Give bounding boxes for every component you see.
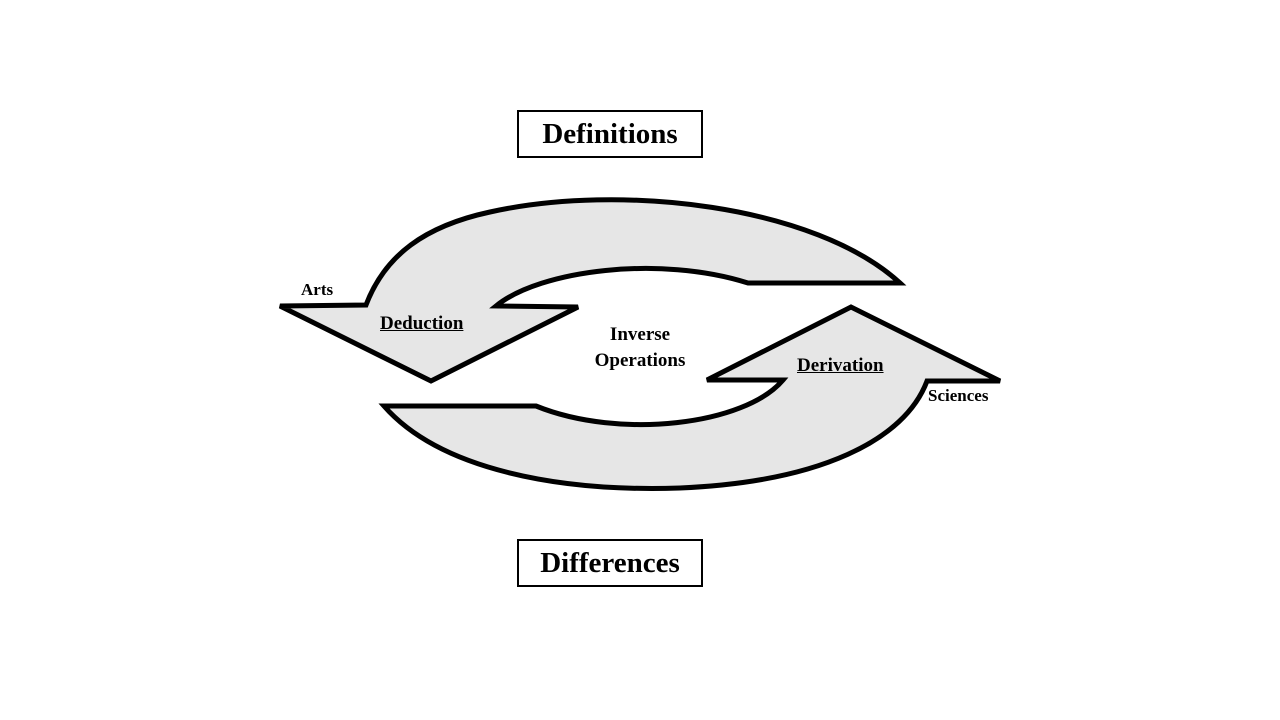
- deduction-label: Deduction: [380, 313, 464, 334]
- differences-box: Differences: [517, 539, 703, 587]
- sciences-label: Sciences: [928, 386, 989, 405]
- derivation-arrow: [378, 304, 1002, 491]
- inverse-operations-label: Inverse Operations: [560, 322, 720, 374]
- center-line-2: Operations: [594, 350, 686, 371]
- arts-label: Arts: [301, 280, 334, 299]
- center-line-1: Inverse: [609, 324, 671, 345]
- definitions-box: Definitions: [517, 110, 703, 158]
- derivation-label: Derivation: [797, 355, 884, 376]
- deduction-arrow: [278, 197, 907, 384]
